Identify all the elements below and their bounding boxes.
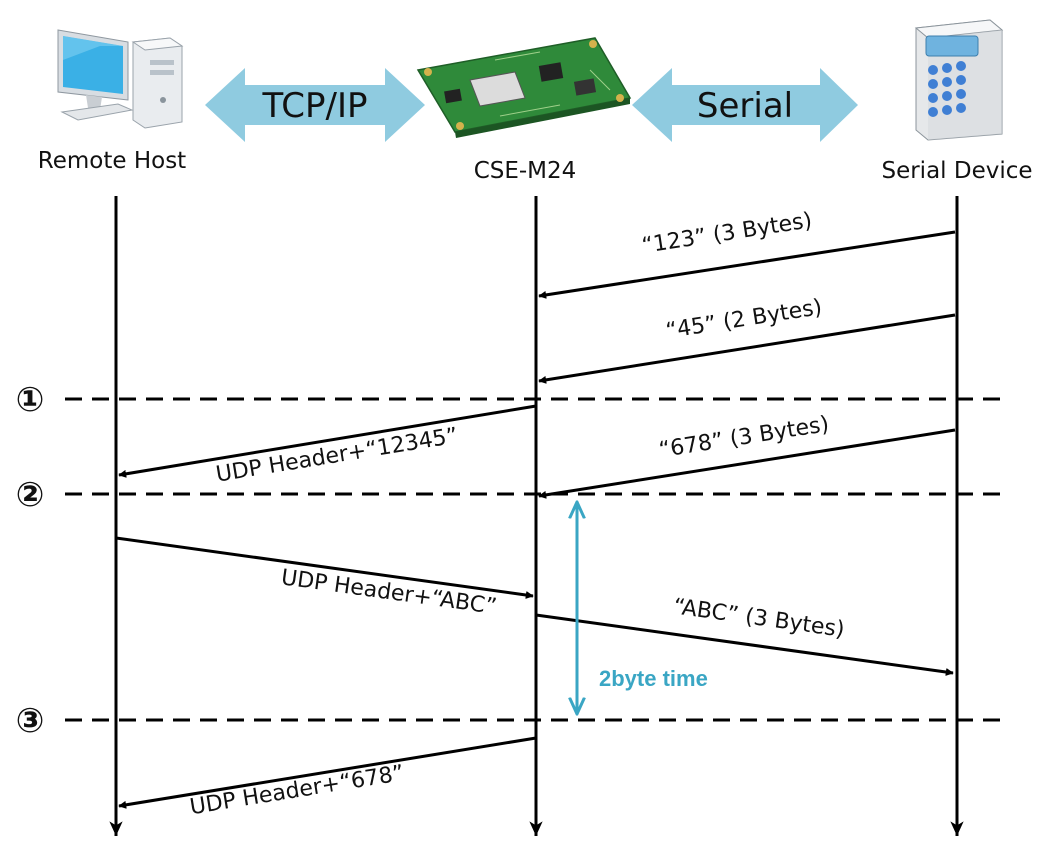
computer-icon: [57, 29, 184, 129]
message-label-udp-678: UDP Header+“678”: [188, 761, 406, 820]
entity-remote-host-label: Remote Host: [38, 148, 186, 174]
circuit-board-icon: [416, 37, 632, 138]
link-serial-label: Serial: [697, 86, 793, 126]
time-marker-3: ③: [16, 701, 1005, 741]
message-label-udp-abc: UDP Header+“ABC”: [280, 565, 499, 620]
message-label-123: “123” (3 Bytes): [640, 208, 813, 259]
message-label-udp-12345: UDP Header+“12345”: [214, 423, 459, 487]
message-label-abc: “ABC” (3 Bytes): [672, 594, 846, 642]
message-arrow-45: [538, 313, 956, 384]
message-label-45: “45” (2 Bytes): [664, 295, 824, 344]
message-arrow-abc: [535, 613, 954, 676]
time-marker-1: ①: [16, 380, 1005, 420]
marker-3-label: ③: [16, 701, 45, 741]
timing-label: 2byte time: [599, 666, 708, 691]
message-arrow-udp-abc: [115, 536, 534, 599]
entity-serial-device-label: Serial Device: [881, 158, 1032, 184]
message-arrow-678: [538, 428, 956, 499]
marker-1-label: ①: [16, 380, 45, 420]
link-tcpip: TCP/IP: [205, 68, 425, 142]
link-tcpip-label: TCP/IP: [261, 86, 367, 126]
marker-2-label: ②: [16, 475, 45, 515]
link-serial: Serial: [632, 68, 858, 142]
message-arrow-udp-678: [118, 736, 537, 809]
message-arrow-udp-12345: [118, 404, 537, 478]
message-arrow-123: [538, 230, 956, 299]
message-label-678: “678” (3 Bytes): [657, 412, 830, 463]
entity-cse-m24-label: CSE-M24: [474, 158, 577, 184]
keypad-device-icon: [914, 19, 1004, 141]
time-marker-2: ②: [16, 475, 1005, 515]
